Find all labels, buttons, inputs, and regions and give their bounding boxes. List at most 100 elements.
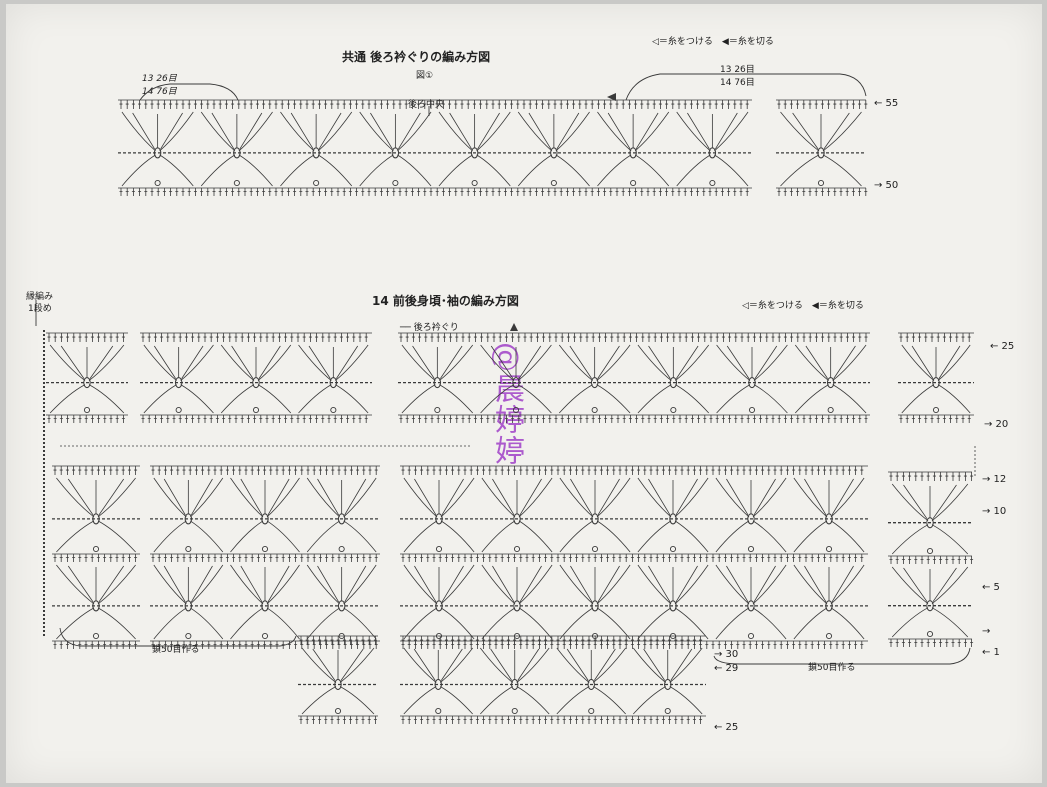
yoke-main-motif-ring xyxy=(591,406,598,414)
edge-note-2: 1段め xyxy=(28,304,52,314)
body-main-motif xyxy=(715,564,787,640)
sleeve-left-row xyxy=(298,715,378,724)
sleeve-left-top-row xyxy=(298,635,378,645)
sleeve-main-motif xyxy=(633,647,703,715)
body-left-b-motif xyxy=(306,477,377,553)
row-1: ← 1 xyxy=(982,647,1000,658)
row-12: → 12 xyxy=(982,474,1007,485)
body-left-b-motif xyxy=(153,564,224,640)
top-main-panel-motif xyxy=(676,111,749,187)
edge-note-1: 縁編み xyxy=(26,292,54,302)
body-left-b-motif xyxy=(230,477,300,553)
top-main-panel-row xyxy=(118,187,752,196)
body-main-motif-ring xyxy=(513,545,521,553)
sleeve-main-motif xyxy=(480,647,550,715)
sleeve-left-motif-ring xyxy=(334,707,342,715)
body-left-b-motif-ring xyxy=(261,632,269,640)
yoke-left-b-motif-ring xyxy=(175,406,182,414)
bottom-chart-title: 14 前後身頃･袖の編み方図 xyxy=(372,294,519,308)
body-left-b-motif-ring xyxy=(261,545,269,553)
top-main-panel-motif xyxy=(121,111,194,187)
body-right-motif-ring xyxy=(926,630,934,638)
body-main-motif xyxy=(637,564,709,640)
body-left-b-motif xyxy=(306,564,377,640)
neck-cut-marker xyxy=(510,323,518,331)
body-main-motif xyxy=(793,564,865,640)
yoke-main-motif-ring xyxy=(434,406,441,414)
yoke-main-motif xyxy=(794,344,867,414)
body-left-b-motif-center xyxy=(337,600,346,612)
top-main-panel-motif-ring xyxy=(709,179,716,187)
body-left-a-motif-ring xyxy=(92,632,100,640)
top-right-panel-top-row xyxy=(776,99,868,109)
yoke-left-b-motif-ring xyxy=(330,406,337,414)
body-main-motif xyxy=(481,564,553,640)
row-25-top: ← 25 xyxy=(990,341,1015,352)
body-left-b-row xyxy=(150,553,380,562)
body-left-b-motif-ring xyxy=(338,545,345,553)
top-main-panel-motif xyxy=(517,111,590,187)
yoke-left-a-motif xyxy=(49,344,125,414)
sleeve-main-row xyxy=(400,715,706,724)
yoke-left-a-row xyxy=(46,414,128,423)
sleeve-main-motif xyxy=(556,647,626,715)
sleeve-main-motif-ring xyxy=(435,707,442,715)
yoke-left-b-row xyxy=(140,414,372,423)
yoke-main-motif-ring xyxy=(670,406,677,414)
body-right-motif-ring xyxy=(926,547,934,555)
yoke-left-b-motif xyxy=(143,344,214,414)
body-left-b-motif-ring xyxy=(185,632,192,640)
body-left-a-motif xyxy=(56,564,136,640)
top-main-panel-motif-ring xyxy=(630,179,637,187)
top-right-panel-motif xyxy=(780,111,862,187)
neck-label: ── 後ろ衿ぐり xyxy=(400,323,459,333)
yoke-main-motif xyxy=(558,344,631,414)
body-left-b-motif-ring xyxy=(185,545,192,553)
sleeve-main-motif xyxy=(403,647,473,715)
body-main-motif xyxy=(481,477,553,553)
top-main-panel-motif xyxy=(200,111,273,187)
top-left-note-2: 14 76目 xyxy=(142,87,177,97)
top-main-panel-motif-ring xyxy=(233,179,240,187)
top-figure-label: 図① xyxy=(416,71,434,81)
yoke-right-row xyxy=(898,414,974,423)
body-main-row xyxy=(400,553,868,562)
body-main-motif-ring xyxy=(747,632,755,640)
top-main-panel-motif-ring xyxy=(154,179,161,187)
body-main-motif xyxy=(403,477,475,553)
body-left-b-motif xyxy=(230,564,300,640)
body-left-b-motif-center xyxy=(337,513,346,525)
body-main-motif xyxy=(559,564,631,640)
body-main-motif-ring xyxy=(747,545,755,553)
body-right-top-row xyxy=(888,471,974,481)
body-main-motif-ring xyxy=(591,545,599,553)
top-row-55: ← 55 xyxy=(874,98,899,109)
diagram-page: 共通 後ろ衿ぐりの編み方図 図① ◁＝糸をつける ◀＝糸を切る 13 26目 1… xyxy=(6,4,1042,783)
top-row-50: → 50 xyxy=(874,180,899,191)
yoke-main-motif xyxy=(480,344,552,414)
row-5: ← 5 xyxy=(982,582,1000,593)
top-main-panel-motif xyxy=(438,111,511,187)
sleeve-main-top-row xyxy=(400,635,706,645)
yoke-left-b-top-row xyxy=(140,332,372,342)
top-legend: ◁＝糸をつける ◀＝糸を切る xyxy=(652,37,774,47)
row-25-bottom: ← 25 xyxy=(714,722,739,733)
yoke-right-top-row xyxy=(898,332,974,342)
top-main-panel-motif-ring xyxy=(550,179,557,187)
yoke-left-a-motif-ring xyxy=(83,406,91,414)
yoke-main-motif-ring xyxy=(748,406,756,414)
body-left-b-row xyxy=(150,640,380,649)
body-right-motif xyxy=(891,566,969,638)
yoke-main-motif-center xyxy=(590,377,599,389)
top-right-panel-motif-ring xyxy=(817,179,825,187)
sleeve-main-motif-ring xyxy=(511,707,518,715)
chain-left-note: 鎖50目作る xyxy=(152,645,200,655)
body-left-a-row xyxy=(52,640,140,649)
yoke-main-motif xyxy=(716,344,788,414)
row-10: → 10 xyxy=(982,506,1007,517)
yoke-main-motif-ring xyxy=(827,406,834,414)
body-main-motif xyxy=(559,477,631,553)
yoke-main-top-row xyxy=(398,332,870,342)
yoke-right-motif xyxy=(901,344,971,414)
